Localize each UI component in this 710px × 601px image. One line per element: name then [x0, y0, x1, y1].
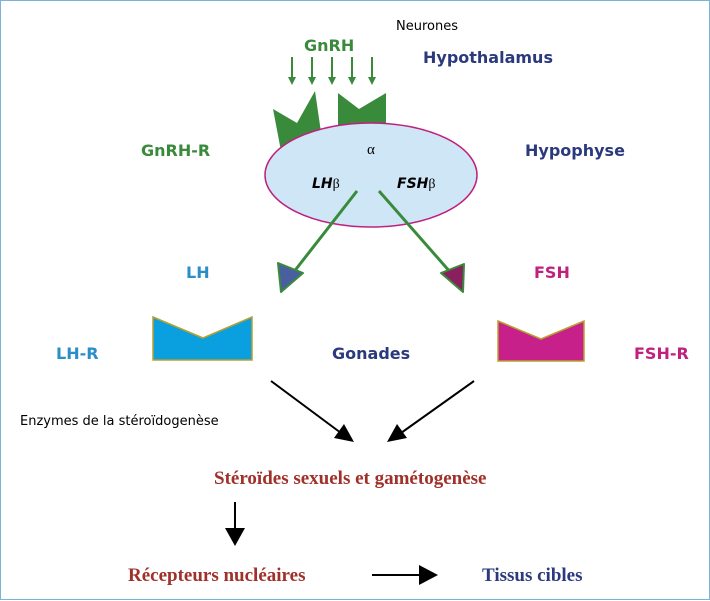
- steroides-label: Stéroïdes sexuels et gamétogenèse: [214, 468, 487, 489]
- gnrh-input-arrows: [288, 57, 376, 85]
- tissus-cibles-label: Tissus cibles: [482, 565, 583, 586]
- lh-beta-subunit-label: LHβ: [312, 177, 340, 192]
- gonad-to-steroid-arrows: [270, 380, 475, 442]
- neurones-label: Neurones: [396, 19, 458, 34]
- lh-receptor-shape: [152, 315, 253, 361]
- fsh-beta-symbol: β: [428, 177, 436, 192]
- hypophyse-label: Hypophyse: [525, 141, 625, 160]
- fsh-r-label: FSH-R: [634, 344, 689, 363]
- lh-r-label: LH-R: [56, 344, 99, 363]
- gonades-label: Gonades: [332, 344, 411, 363]
- fsh-beta-prefix: FSH: [397, 176, 429, 192]
- lh-beta-symbol: β: [332, 177, 340, 192]
- gnrh-r-label: GnRH-R: [141, 141, 211, 160]
- fsh-receptor-shape: [497, 319, 585, 362]
- fsh-hormone-label: FSH: [534, 263, 570, 282]
- steroid-to-receptor-arrow: [225, 502, 245, 546]
- fsh-beta-subunit-label: FSHβ: [397, 177, 436, 192]
- hypothalamus-label: Hypothalamus: [423, 48, 553, 67]
- lh-hormone-label: LH: [186, 263, 210, 282]
- pituitary-ellipse: [264, 122, 478, 228]
- alpha-subunit-label: α: [367, 142, 375, 158]
- lh-arrow: [277, 190, 359, 293]
- gnrh-receptor-right: [338, 93, 386, 127]
- gnrh-label: GnRH: [304, 36, 355, 55]
- receptor-to-tissue-arrow: [372, 565, 438, 585]
- lh-beta-prefix: LH: [312, 176, 333, 192]
- recepteurs-label: Récepteurs nucléaires: [128, 565, 306, 586]
- fsh-arrow: [377, 190, 465, 293]
- enzymes-label: Enzymes de la stéroïdogenèse: [20, 414, 219, 429]
